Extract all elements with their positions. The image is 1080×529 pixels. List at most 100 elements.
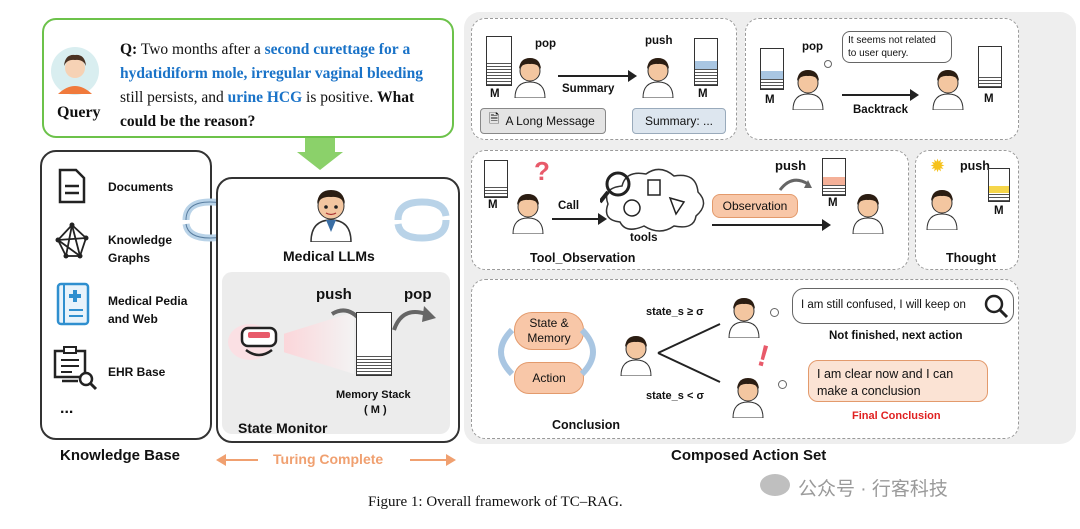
- tool-doctor-after-icon: [852, 194, 884, 234]
- knowledge-graph-icon: [55, 222, 89, 259]
- clear-bubble-dot: [778, 380, 787, 389]
- doctor-icon: [310, 190, 352, 242]
- backtrack-arrow-icon: [842, 94, 912, 96]
- patient-avatar-icon: [51, 47, 99, 95]
- backtrack-pop-label: pop: [802, 41, 824, 53]
- kb-knowledge-graphs-label: Knowledge Graphs: [108, 233, 173, 265]
- query-text-1: Two months after a: [140, 41, 261, 58]
- knowledge-base-title: Knowledge Base: [60, 447, 181, 464]
- turing-arrow-right-icon: [410, 459, 448, 461]
- backtrack-stack-after: [978, 46, 1002, 88]
- center-pop-label: pop: [404, 286, 432, 303]
- memory-stack-sub: ( M ): [364, 404, 387, 416]
- summary-m-before: M: [490, 88, 500, 100]
- tool-m-after: M: [828, 197, 838, 209]
- center-push-label: push: [316, 286, 352, 303]
- thought-m-label: M: [994, 205, 1004, 217]
- summary-push-label: push: [645, 35, 673, 47]
- query-highlight-1: second curettage for: [264, 41, 399, 58]
- query-highlight-2: a hydatidiform mole, irregular vaginal: [120, 41, 411, 82]
- conclusion-doctor-icon: [620, 336, 652, 376]
- medical-llms-label: Medical LLMs: [283, 248, 375, 264]
- query-highlight-4: urine HCG: [227, 89, 303, 106]
- summary-action-label: Summary: [562, 83, 615, 95]
- watermark-logo-icon: [760, 474, 790, 496]
- backtrack-bubble-dot: [824, 60, 832, 68]
- composed-action-set-title: Composed Action Set: [671, 447, 827, 464]
- tool-stack-before: [484, 160, 508, 198]
- figure-caption: Figure 1: Overall framework of TC–RAG.: [368, 494, 623, 510]
- tool-doctor-icon: [512, 194, 544, 234]
- summary-stack-before: [486, 36, 512, 86]
- clear-doctor-icon: [732, 378, 764, 418]
- memory-stack-label: Memory Stack: [336, 389, 411, 401]
- summary-pop-label: pop: [535, 38, 557, 50]
- long-message-box: 🗎 A Long Message: [480, 108, 606, 134]
- summary-result-box: Summary: ...: [632, 108, 726, 134]
- condition-lt-label: state_s < σ: [646, 390, 704, 402]
- query-text-3: is: [306, 89, 317, 106]
- query-text-2: still persists, and: [120, 89, 224, 106]
- turing-arrow-right-head: [446, 454, 456, 466]
- summary-m-after: M: [698, 88, 708, 100]
- document-icon: [58, 168, 86, 204]
- query-highlight-3: bleeding: [367, 65, 423, 82]
- tools-label: tools: [630, 232, 658, 244]
- turing-complete-label: Turing Complete: [273, 451, 384, 467]
- long-message-label: A Long Message: [505, 114, 595, 128]
- backtrack-label: Backtrack: [853, 104, 908, 116]
- branch-arrows-icon: [657, 323, 721, 383]
- tool-question-icon: ?: [534, 156, 550, 186]
- state-action-cycle-icon: [498, 327, 596, 377]
- summary-doctor-after-icon: [642, 58, 674, 98]
- turing-arrow-left-head: [216, 454, 226, 466]
- summary-stack-after: [694, 38, 718, 86]
- action-box: Action: [514, 362, 584, 394]
- query-green-arrow-head: [297, 152, 343, 170]
- tool-obs-arrow-head: [822, 219, 831, 231]
- state-memory-box: State & Memory: [514, 312, 584, 350]
- state-monitor-label: State Monitor: [238, 420, 328, 436]
- backtrack-thought-bubble: It seems not related to user query.: [842, 31, 952, 63]
- summary-arrow-icon: [558, 75, 630, 77]
- query-text-4: positive.: [320, 89, 374, 106]
- conclusion-title: Conclusion: [552, 418, 621, 432]
- backtrack-arrow-head: [910, 89, 919, 101]
- backtrack-doctor-icon: [792, 70, 824, 110]
- watermark-text: 公众号 · 行客科技: [798, 479, 948, 500]
- confused-bubble-text: I am still confused, I will keep on: [801, 299, 966, 311]
- query-label: Query: [57, 104, 101, 121]
- vr-headset-icon: [228, 324, 278, 360]
- magnifier-icon: [984, 294, 1009, 319]
- kb-more-label: ...: [60, 400, 74, 417]
- backtrack-stack-before: [760, 48, 784, 90]
- backtrack-m-after: M: [984, 93, 994, 105]
- long-message-icon: 🗎: [489, 111, 500, 126]
- tool-observation-title: Tool_Observation: [530, 251, 636, 265]
- summary-doctor-icon: [514, 58, 546, 98]
- tool-call-label: Call: [558, 200, 580, 212]
- thought-bulb-icon: ✹: [930, 156, 946, 176]
- confused-bubble: I am still confused, I will keep on: [792, 288, 1014, 324]
- clear-bubble: I am clear now and I can make a conclusi…: [808, 360, 988, 402]
- medical-book-icon: [56, 282, 90, 326]
- confused-doctor-icon: [728, 298, 760, 338]
- tool-obs-arrow-icon: [712, 224, 824, 226]
- query-box: [42, 18, 454, 138]
- thought-push-label: push: [960, 159, 990, 173]
- tools-cloud-icon: [600, 168, 705, 232]
- kb-ehr-label: EHR Base: [108, 365, 166, 379]
- query-green-arrow: [305, 138, 335, 152]
- condition-ge-label: state_s ≥ σ: [646, 306, 704, 318]
- query-q-prefix: Q:: [120, 41, 138, 58]
- tool-push-arrow-icon: [778, 178, 812, 191]
- kb-medical-pedia-label: Medical Pedia and Web: [108, 294, 188, 326]
- final-conclusion-label: Final Conclusion: [852, 410, 941, 422]
- thought-stack: [988, 168, 1010, 202]
- kb-documents-label: Documents: [108, 180, 174, 194]
- confused-bubble-dot: [770, 308, 779, 317]
- turing-arrow-left-icon: [218, 459, 258, 461]
- memory-stack: [356, 312, 392, 376]
- backtrack-doctor-after-icon: [932, 70, 964, 110]
- observation-box: Observation: [712, 194, 798, 218]
